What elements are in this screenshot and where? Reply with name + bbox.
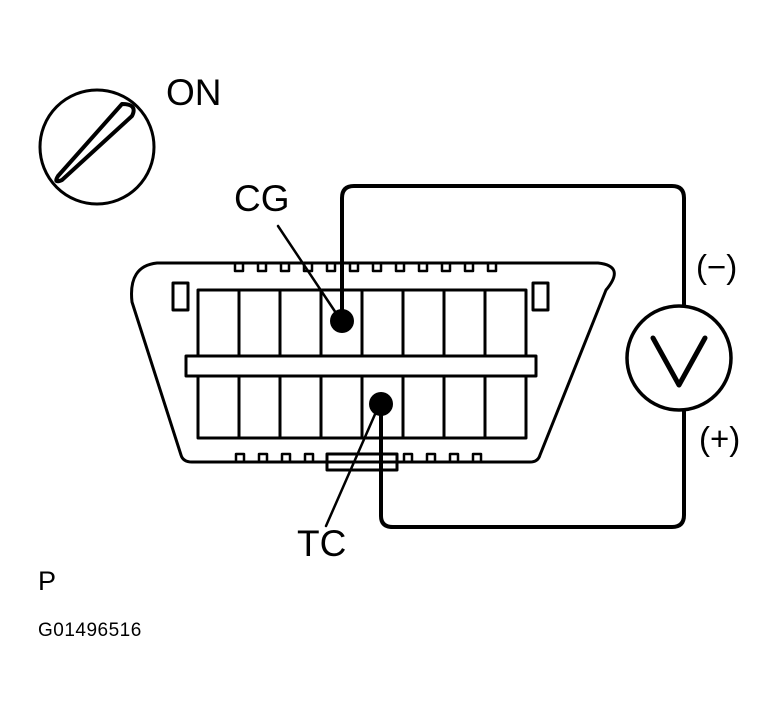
connector-key-tab (325, 452, 399, 472)
probe-cg-dot (330, 309, 354, 333)
pin-cg-label: CG (234, 178, 290, 219)
tc-leader-line (324, 410, 378, 528)
voltmeter-icon (625, 304, 733, 412)
connector-center-bar (184, 354, 538, 378)
ignition-switch-icon (38, 88, 156, 206)
pin-row-lower (196, 374, 528, 440)
connector-latch-right (531, 281, 550, 312)
pin-tc-label: TC (297, 523, 347, 564)
ignition-on-label: ON (166, 72, 222, 113)
negative-terminal-label: (−) (696, 248, 738, 285)
figure-code: G01496516 (38, 620, 142, 641)
connector-top-teeth (233, 261, 498, 273)
connector-housing (130, 261, 616, 464)
connector-bottom-teeth (234, 452, 483, 464)
connector-latch-left (171, 281, 190, 312)
position-label: P (38, 566, 57, 596)
wire-cg-negative (340, 184, 686, 322)
positive-terminal-label: (+) (699, 420, 741, 457)
pin-row-upper (196, 288, 528, 358)
wire-tc-positive (379, 403, 686, 529)
cg-leader-line (276, 224, 338, 315)
probe-tc-dot (369, 392, 393, 416)
voltmeter-v-symbol (650, 335, 708, 388)
